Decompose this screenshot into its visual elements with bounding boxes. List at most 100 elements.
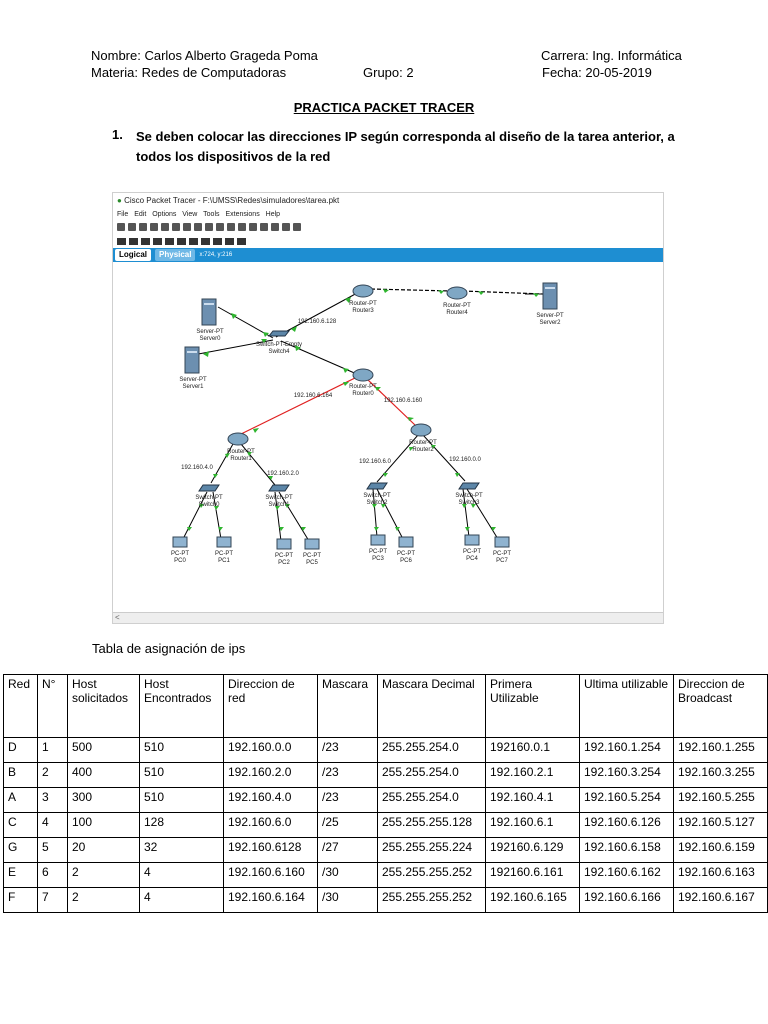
table-cell: /23 — [317, 787, 378, 813]
page-title: PRACTICA PACKET TRACER — [293, 100, 475, 115]
table-cell: 192.160.3.255 — [673, 762, 768, 788]
server2 — [542, 282, 558, 310]
info-icon — [161, 223, 169, 231]
switch1 — [268, 484, 290, 492]
table-cell: /30 — [317, 887, 378, 913]
table-cell: 128 — [139, 812, 224, 838]
palette-icon — [271, 223, 279, 231]
table-cell: 255.255.255.128 — [377, 812, 486, 838]
pdu-complex-icon — [237, 237, 246, 245]
table-cell: 255.255.254.0 — [377, 737, 486, 763]
table-cell: F — [3, 887, 38, 913]
table-cell: 192.160.4.0 — [223, 787, 318, 813]
table-cell: 192.160.6.166 — [579, 887, 674, 913]
column-header: Mascara Decimal — [377, 674, 486, 738]
server1 — [184, 346, 200, 374]
open-file-icon — [128, 223, 136, 231]
table-cell: 192.160.2.0 — [223, 762, 318, 788]
router3 — [352, 284, 374, 298]
table-cell: 5 — [37, 837, 68, 863]
zoom-in-icon — [238, 223, 246, 231]
table-cell: 100 — [67, 812, 140, 838]
table-cell: /30 — [317, 862, 378, 888]
table-cell: E — [3, 862, 38, 888]
router0 — [352, 368, 374, 382]
table-cell: 4 — [139, 862, 224, 888]
table-cell: /25 — [317, 812, 378, 838]
column-header: Host solicitados — [67, 674, 140, 738]
router2 — [410, 423, 432, 437]
table-cell: /23 — [317, 762, 378, 788]
table-cell: 1 — [37, 737, 68, 763]
group: Grupo: 2 — [363, 65, 414, 80]
table-cell: 192.160.6.165 — [485, 887, 580, 913]
horizontal-scrollbar: < — [113, 612, 663, 623]
table-cell: 32 — [139, 837, 224, 863]
note-icon — [165, 237, 174, 245]
student-name: Nombre: Carlos Alberto Grageda Poma — [91, 48, 318, 63]
table-cell: 192.160.6.162 — [579, 862, 674, 888]
net20-label: 192.160.2.0 — [267, 471, 299, 477]
router4 — [446, 286, 468, 300]
switch0 — [198, 484, 220, 492]
table-cell: 255.255.255.252 — [377, 862, 486, 888]
table-cell: 192.160.5.254 — [579, 787, 674, 813]
switch2 — [366, 482, 388, 490]
table-cell: G — [3, 837, 38, 863]
table-cell: 192.160.6128 — [223, 837, 318, 863]
tab-logical: Logical — [115, 249, 152, 261]
table-cell: 192160.6.161 — [485, 862, 580, 888]
table-cell: 192.160.6.167 — [673, 887, 768, 913]
pt-toolbar — [113, 220, 663, 234]
server0 — [201, 298, 217, 326]
pc2 — [276, 538, 292, 550]
net164-label: 192.160.6.164 — [294, 393, 333, 399]
notes-icon — [293, 223, 301, 231]
scroll-left-icon: < — [115, 613, 120, 622]
pt-app-icon: ● — [117, 196, 122, 205]
print-icon — [150, 223, 158, 231]
switch4 — [267, 330, 291, 337]
table-cell: 20 — [67, 837, 140, 863]
column-header: Direccion de Broadcast — [673, 674, 768, 738]
switch3 — [458, 482, 480, 490]
table-cell: 300 — [67, 787, 140, 813]
column-header: Ultima utilizable — [579, 674, 674, 738]
career: Carrera: Ing. Informática — [541, 48, 682, 63]
table-cell: 192.160.2.1 — [485, 762, 580, 788]
column-header: Red — [3, 674, 38, 738]
pc7 — [494, 536, 510, 548]
pdu-simple-icon — [225, 237, 234, 245]
table-cell: 7 — [37, 887, 68, 913]
table-cell: 192.160.0.0 — [223, 737, 318, 763]
router1 — [227, 432, 249, 446]
table-cell: 192.160.4.1 — [485, 787, 580, 813]
table-cell: 192.160.6.1 — [485, 812, 580, 838]
net60-label: 192.160.6.0 — [359, 459, 391, 465]
inspect-icon — [129, 237, 138, 245]
table-cell: 4 — [37, 812, 68, 838]
freeform-icon — [213, 237, 222, 245]
chart-icon — [183, 223, 191, 231]
pc5 — [304, 538, 320, 550]
custom-device-icon — [282, 223, 290, 231]
table-cell: 192.160.1.254 — [579, 737, 674, 763]
resize-icon — [153, 237, 162, 245]
table-cell: 192.160.6.126 — [579, 812, 674, 838]
column-header: Host Encontrados — [139, 674, 224, 738]
table-cell: 2 — [37, 762, 68, 788]
